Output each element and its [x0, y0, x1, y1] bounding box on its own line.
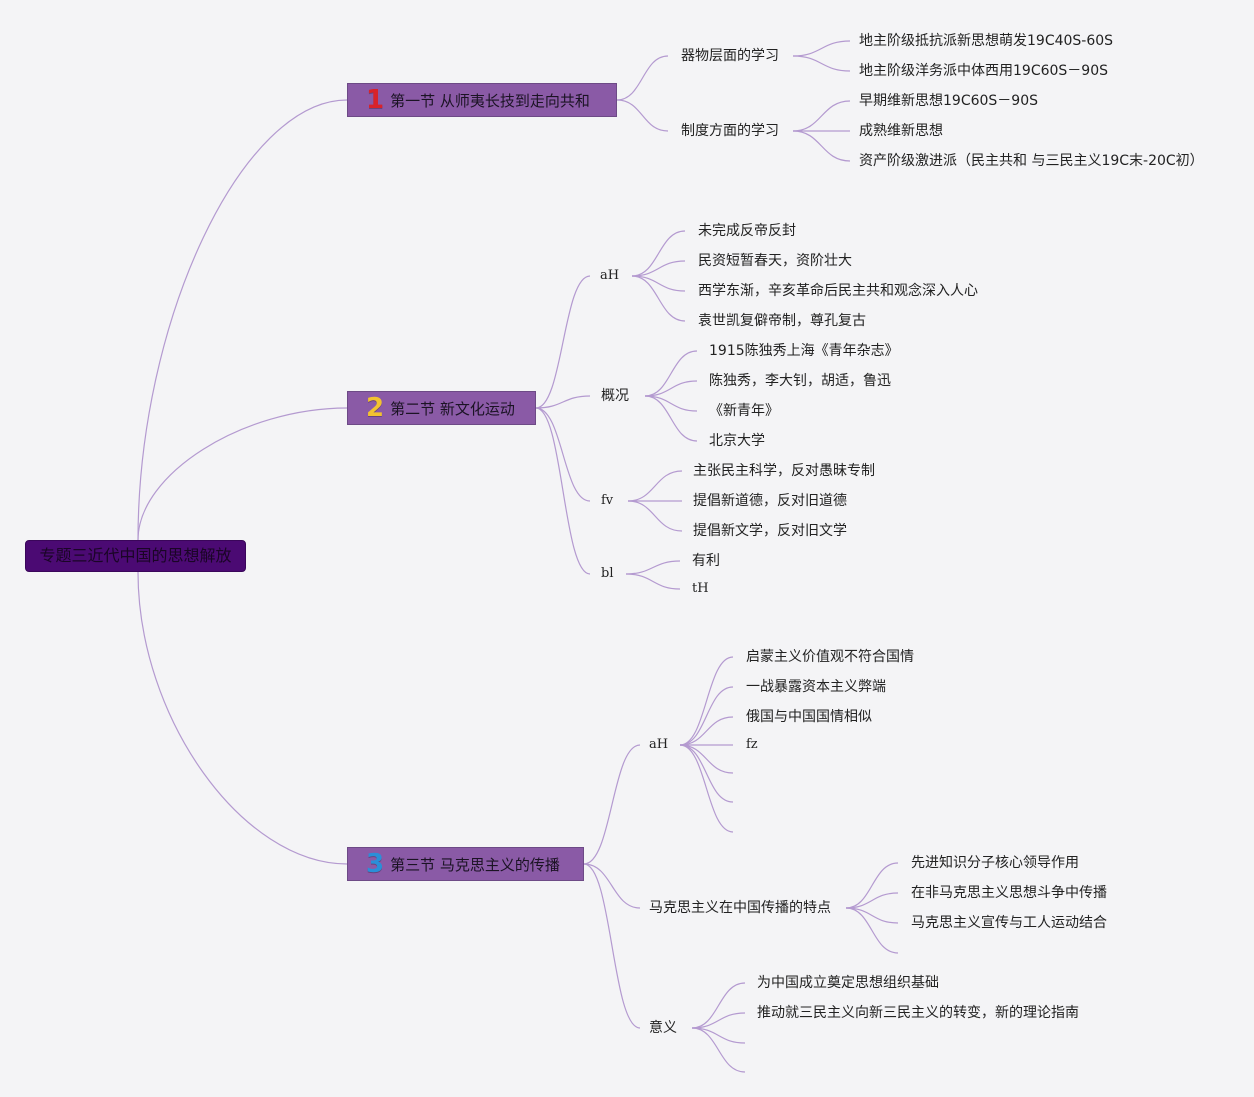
subtopic-item[interactable]: 未完成反帝反封 [698, 223, 796, 239]
number-2-icon: 2 [366, 393, 385, 423]
connector-line [679, 744, 734, 803]
connector-line [631, 260, 686, 277]
subtopic-item[interactable]: 马克思主义宣传与工人运动结合 [911, 915, 1107, 931]
connector-line [625, 573, 681, 590]
subtopic-item[interactable]: 袁世凯复僻帝制，尊孔复古 [698, 313, 866, 329]
subtopic-item[interactable]: 在非马克思主义思想斗争中传播 [911, 885, 1107, 901]
subtopic-item[interactable]: 主张民主科学，反对愚昧专制 [693, 463, 875, 479]
connector-line [583, 863, 641, 909]
section-2-node[interactable]: 2 第二节 新文化运动 [347, 391, 536, 425]
connector-line [679, 686, 734, 746]
connector-line [631, 230, 686, 277]
subtopic-item[interactable]: 资产阶级激进派（民主共和 与三民主义19C末-20C初） [859, 153, 1204, 169]
topic-evaluation[interactable]: bl [601, 566, 614, 581]
connector-line [535, 407, 591, 575]
subtopic-item[interactable]: 成熟维新思想 [859, 123, 943, 139]
topic-features[interactable]: 马克思主义在中国传播的特点 [649, 900, 831, 916]
section-1-label: 第一节 从师夷长技到走向共和 [390, 91, 590, 110]
connector-line [792, 130, 851, 162]
connector-line [627, 470, 683, 502]
connector-line [845, 862, 899, 909]
subtopic-item[interactable]: 一战暴露资本主义弊端 [746, 679, 886, 695]
subtopic-item[interactable]: 1915陈独秀上海《青年杂志》 [709, 343, 899, 359]
section-3-node[interactable]: 3 第三节 马克思主义的传播 [347, 847, 584, 881]
topic-background[interactable]: aH [600, 268, 620, 283]
topic-content[interactable]: fv [601, 493, 614, 508]
connector-line [583, 744, 641, 865]
topic-overview[interactable]: 概况 [601, 388, 629, 404]
subtopic-item[interactable]: fz [746, 737, 758, 752]
connector-line [644, 380, 698, 397]
root-topic[interactable]: 专题三近代中国的思想解放 [25, 540, 246, 572]
connector-line [625, 560, 681, 575]
subtopic-item[interactable]: tH [692, 581, 709, 596]
subtopic-item[interactable]: 民资短暂春天，资阶壮大 [698, 253, 852, 269]
subtopic-item[interactable]: 陈独秀，李大钊，胡适，鲁迅 [709, 373, 891, 389]
subtopic-item[interactable]: 推动就三民主义向新三民主义的转变，新的理论指南 [757, 1005, 1079, 1021]
connector-line [691, 982, 746, 1029]
connector-line [845, 892, 899, 909]
subtopic-item[interactable]: 提倡新道德，反对旧道德 [693, 493, 847, 509]
subtopic-item[interactable]: 地主阶级洋务派中体西用19C60S－90S [859, 63, 1108, 79]
connector-line [616, 55, 669, 101]
connector-line [691, 1012, 746, 1029]
section-3-label: 第三节 马克思主义的传播 [390, 855, 560, 874]
topic-significance[interactable]: 意义 [649, 1020, 677, 1036]
connector-line [792, 40, 851, 57]
subtopic-item[interactable]: 为中国成立奠定思想组织基础 [757, 975, 939, 991]
connector-line [845, 907, 899, 924]
connector-line [535, 275, 591, 409]
connector-line [535, 395, 591, 409]
topic-institution-learning[interactable]: 制度方面的学习 [681, 123, 779, 139]
connector-line [644, 395, 698, 442]
root-connector-line [137, 571, 348, 865]
subtopic-item[interactable]: 有利 [692, 553, 720, 569]
connector-line [583, 863, 641, 1029]
root-connector-line [137, 99, 348, 541]
subtopic-item[interactable]: 早期维新思想19C60S－90S [859, 93, 1038, 109]
section-2-label: 第二节 新文化运动 [390, 399, 515, 418]
number-3-icon: 3 [366, 849, 385, 879]
number-1-icon: 1 [366, 85, 385, 115]
section-1-node[interactable]: 1 第一节 从师夷长技到走向共和 [347, 83, 617, 117]
connector-line [691, 1027, 746, 1073]
connector-line [631, 275, 686, 292]
connector-line [627, 500, 683, 532]
connector-line [679, 656, 734, 746]
topic-background[interactable]: aH [649, 737, 669, 752]
connector-line [616, 99, 669, 132]
connector-line [679, 716, 734, 746]
subtopic-item[interactable]: 提倡新文学，反对旧文学 [693, 523, 847, 539]
connector-line [679, 744, 734, 774]
subtopic-item[interactable]: 启蒙主义价值观不符合国情 [746, 649, 914, 665]
connector-line [691, 1027, 746, 1044]
connector-line [845, 907, 899, 954]
subtopic-item[interactable]: 《新青年》 [709, 403, 779, 419]
subtopic-item[interactable]: 北京大学 [709, 433, 765, 449]
connector-line [535, 407, 591, 502]
subtopic-item[interactable]: 先进知识分子核心领导作用 [911, 855, 1079, 871]
connector-line [792, 100, 851, 132]
connector-line [644, 350, 698, 397]
connector-line [631, 275, 686, 322]
root-connector-line [137, 407, 348, 541]
connector-line [792, 55, 851, 72]
topic-material-learning[interactable]: 器物层面的学习 [681, 48, 779, 64]
connector-line [679, 744, 734, 833]
connector-line [644, 395, 698, 412]
subtopic-item[interactable]: 地主阶级抵抗派新思想萌发19C40S-60S [859, 33, 1114, 49]
subtopic-item[interactable]: 俄国与中国国情相似 [746, 709, 872, 725]
subtopic-item[interactable]: 西学东渐，辛亥革命后民主共和观念深入人心 [698, 283, 978, 299]
